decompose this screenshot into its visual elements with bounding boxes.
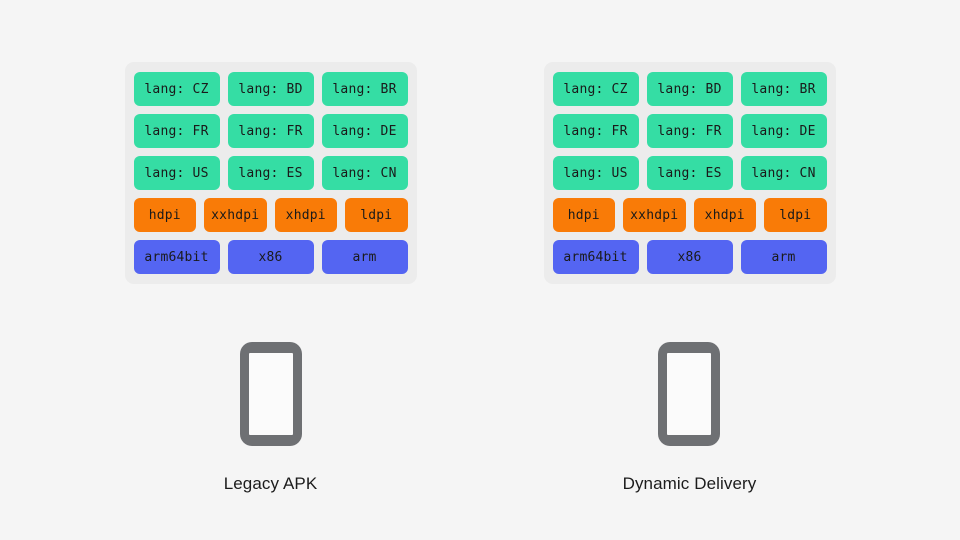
chip-density: xhdpi xyxy=(274,198,337,232)
phone-screen xyxy=(248,353,293,435)
chip-row-abi: arm64bit x86 arm xyxy=(133,240,408,274)
chip-row-lang-3: lang: US lang: ES lang: CN xyxy=(552,156,827,190)
chip-row-lang-3: lang: US lang: ES lang: CN xyxy=(133,156,408,190)
column-legacy-apk: lang: CZ lang: BD lang: BR lang: FR lang… xyxy=(124,62,417,540)
device-label-legacy-apk: Legacy APK xyxy=(223,474,318,493)
chip-lang: lang: CZ xyxy=(552,72,639,106)
chip-density: xhdpi xyxy=(693,198,756,232)
chip-abi: arm64bit xyxy=(133,240,220,274)
chip-lang: lang: DE xyxy=(740,114,827,148)
chip-row-lang-1: lang: CZ lang: BD lang: BR xyxy=(133,72,408,106)
chip-abi: arm xyxy=(321,240,408,274)
chip-lang: lang: ES xyxy=(227,156,314,190)
device-legacy-apk: Legacy APK xyxy=(224,342,318,494)
chip-lang: lang: FR xyxy=(552,114,639,148)
chip-row-lang-2: lang: FR lang: FR lang: DE xyxy=(133,114,408,148)
chip-density: xxhdpi xyxy=(623,198,686,232)
chip-lang: lang: BD xyxy=(227,72,314,106)
chip-density: hdpi xyxy=(552,198,615,232)
chip-lang: lang: DE xyxy=(321,114,408,148)
chip-row-density: hdpi xxhdpi xhdpi ldpi xyxy=(552,198,827,232)
chip-lang: lang: US xyxy=(133,156,220,190)
chip-row-abi: arm64bit x86 arm xyxy=(552,240,827,274)
device-dynamic-delivery: Dynamic Delivery xyxy=(623,342,757,494)
chip-lang: lang: FR xyxy=(646,114,733,148)
chip-lang: lang: FR xyxy=(133,114,220,148)
chip-lang: lang: FR xyxy=(227,114,314,148)
chip-row-lang-2: lang: FR lang: FR lang: DE xyxy=(552,114,827,148)
chip-lang: lang: BR xyxy=(321,72,408,106)
device-label-dynamic-delivery: Dynamic Delivery xyxy=(622,474,757,493)
phone-icon xyxy=(658,342,721,446)
chip-abi: x86 xyxy=(646,240,733,274)
artifact-panel-legacy-apk: lang: CZ lang: BD lang: BR lang: FR lang… xyxy=(124,62,417,284)
column-dynamic-delivery: lang: CZ lang: BD lang: BR lang: FR lang… xyxy=(543,62,836,540)
phone-icon xyxy=(239,342,302,446)
chip-lang: lang: BD xyxy=(646,72,733,106)
chip-abi: arm xyxy=(740,240,827,274)
chip-row-lang-1: lang: CZ lang: BD lang: BR xyxy=(552,72,827,106)
chip-density: ldpi xyxy=(345,198,408,232)
chip-abi: arm64bit xyxy=(552,240,639,274)
chip-lang: lang: ES xyxy=(646,156,733,190)
phone-screen xyxy=(667,353,712,435)
artifact-panel-dynamic-delivery: lang: CZ lang: BD lang: BR lang: FR lang… xyxy=(543,62,836,284)
chip-density: ldpi xyxy=(764,198,827,232)
chip-row-density: hdpi xxhdpi xhdpi ldpi xyxy=(133,198,408,232)
chip-lang: lang: CN xyxy=(740,156,827,190)
chip-abi: x86 xyxy=(227,240,314,274)
chip-lang: lang: CN xyxy=(321,156,408,190)
chip-lang: lang: CZ xyxy=(133,72,220,106)
chip-lang: lang: BR xyxy=(740,72,827,106)
chip-density: hdpi xyxy=(133,198,196,232)
chip-lang: lang: US xyxy=(552,156,639,190)
chip-density: xxhdpi xyxy=(204,198,267,232)
